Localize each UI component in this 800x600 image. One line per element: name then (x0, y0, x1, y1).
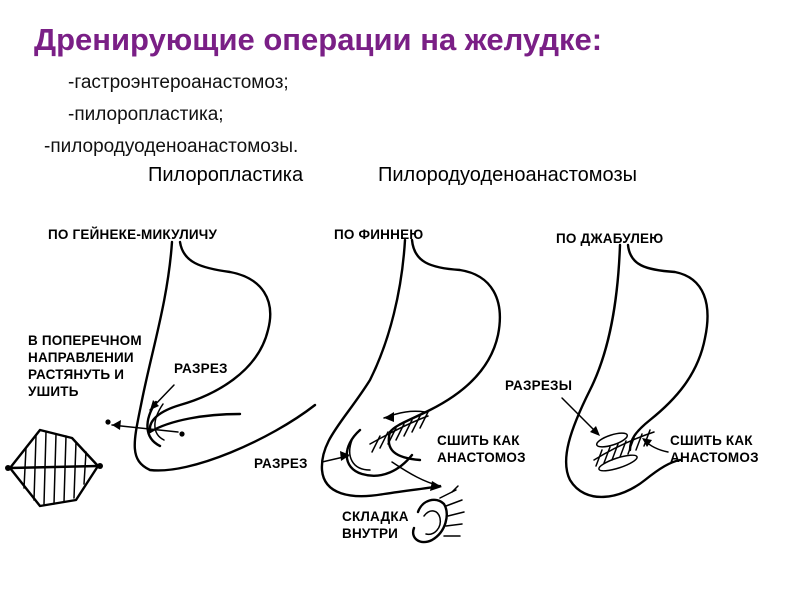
jaboulay-stomach-figure (561, 243, 709, 499)
label-incision-heineke: РАЗРЕЗ (174, 361, 228, 376)
label-sew-anastomosis-finney: СШИТЬ КАК АНАСТОМОЗ (437, 433, 526, 465)
label-jaboulay: ПО ДЖАБУЛЕЮ (556, 231, 664, 246)
fold-inside-figure (411, 485, 465, 544)
label-transverse-direction: В ПОПЕРЕЧНОМ НАПРАВЛЕНИИ РАСТЯНУТЬ И УШИ… (28, 333, 142, 399)
list-item-pyloroplasty: -пилоропластика; (68, 104, 224, 125)
label-fold-inside: СКЛАДКА ВНУТРИ (342, 509, 409, 541)
heineke-stomach-figure (105, 240, 317, 472)
subhead-pyloroplasty: Пилоропластика (148, 164, 304, 186)
label-incisions-jaboulay: РАЗРЕЗЫ (505, 378, 573, 393)
label-incision-finney: РАЗРЕЗ (254, 456, 308, 471)
list-item-pyloroduodenoanastomosis: -пилородуоденоанастомозы. (44, 136, 299, 157)
label-finney: ПО ФИННЕЮ (334, 227, 424, 242)
list-item-gastroenteroanastomosis: -гастроэнтероанастомоз; (68, 72, 289, 93)
label-sew-anastomosis-jaboulay: СШИТЬ КАК АНАСТОМОЗ (670, 433, 759, 465)
page-title: Дренирующие операции на желудке: (34, 22, 603, 57)
label-heineke-mikulicz: ПО ГЕЙНЕКЕ-МИКУЛИЧУ (48, 227, 218, 242)
finney-stomach-figure (320, 238, 502, 498)
subhead-pyloroduodenoanastomosis: Пилородуоденоанастомозы (378, 164, 637, 186)
sutured-rhombus-figure (5, 428, 103, 508)
